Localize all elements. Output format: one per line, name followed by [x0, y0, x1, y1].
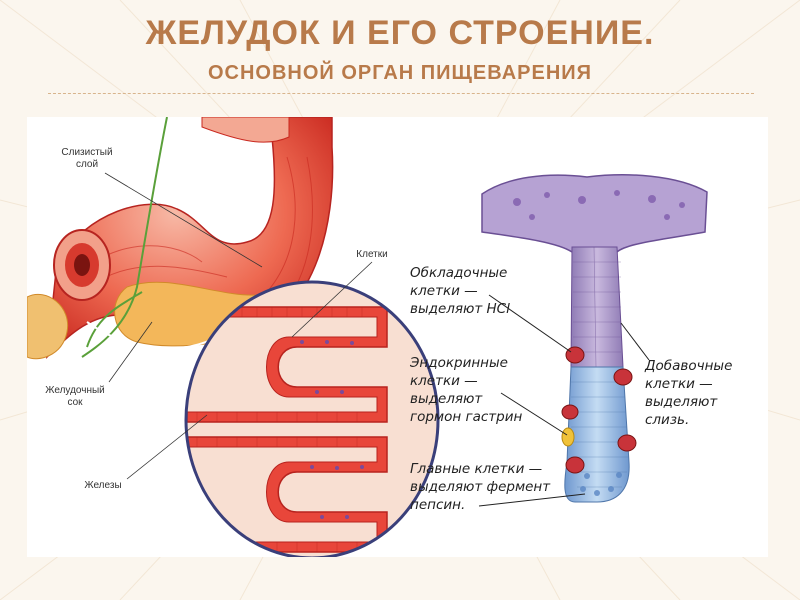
gastric-gland-figure — [481, 174, 708, 503]
slide-subtitle: ОСНОВНОЙ ОРГАН ПИЩЕВАРЕНИЯ — [207, 62, 593, 84]
label-endocrine-cells: Эндокринные клетки — выделяют гормон гас… — [410, 355, 523, 425]
label-mucous-layer: Слизистый слой — [61, 147, 113, 170]
label-gastric-juice: Желудочный сок — [45, 385, 105, 408]
label-parietal-cells: Обкладочные клетки — выделяют НСl — [410, 265, 510, 317]
label-accessory-cells: Добавочные клетки — выделяют слизь. — [645, 358, 733, 428]
label-glands: Железы — [84, 480, 122, 491]
anatomy-illustration — [27, 117, 708, 557]
magnified-gland-section — [184, 280, 440, 557]
left-leader-lines — [104, 172, 373, 480]
figure-panel: Слизистый слой Клетки Желудочный сок Жел… — [27, 117, 768, 557]
right-leader-lines — [478, 294, 650, 507]
slide-title: ЖЕЛУДОК И ЕГО СТРОЕНИЕ. — [145, 14, 655, 52]
title-divider — [48, 93, 754, 94]
label-chief-cells: Главные клетки — выделяют фермент пепсин… — [410, 461, 551, 513]
label-cells: Клетки — [356, 249, 388, 260]
